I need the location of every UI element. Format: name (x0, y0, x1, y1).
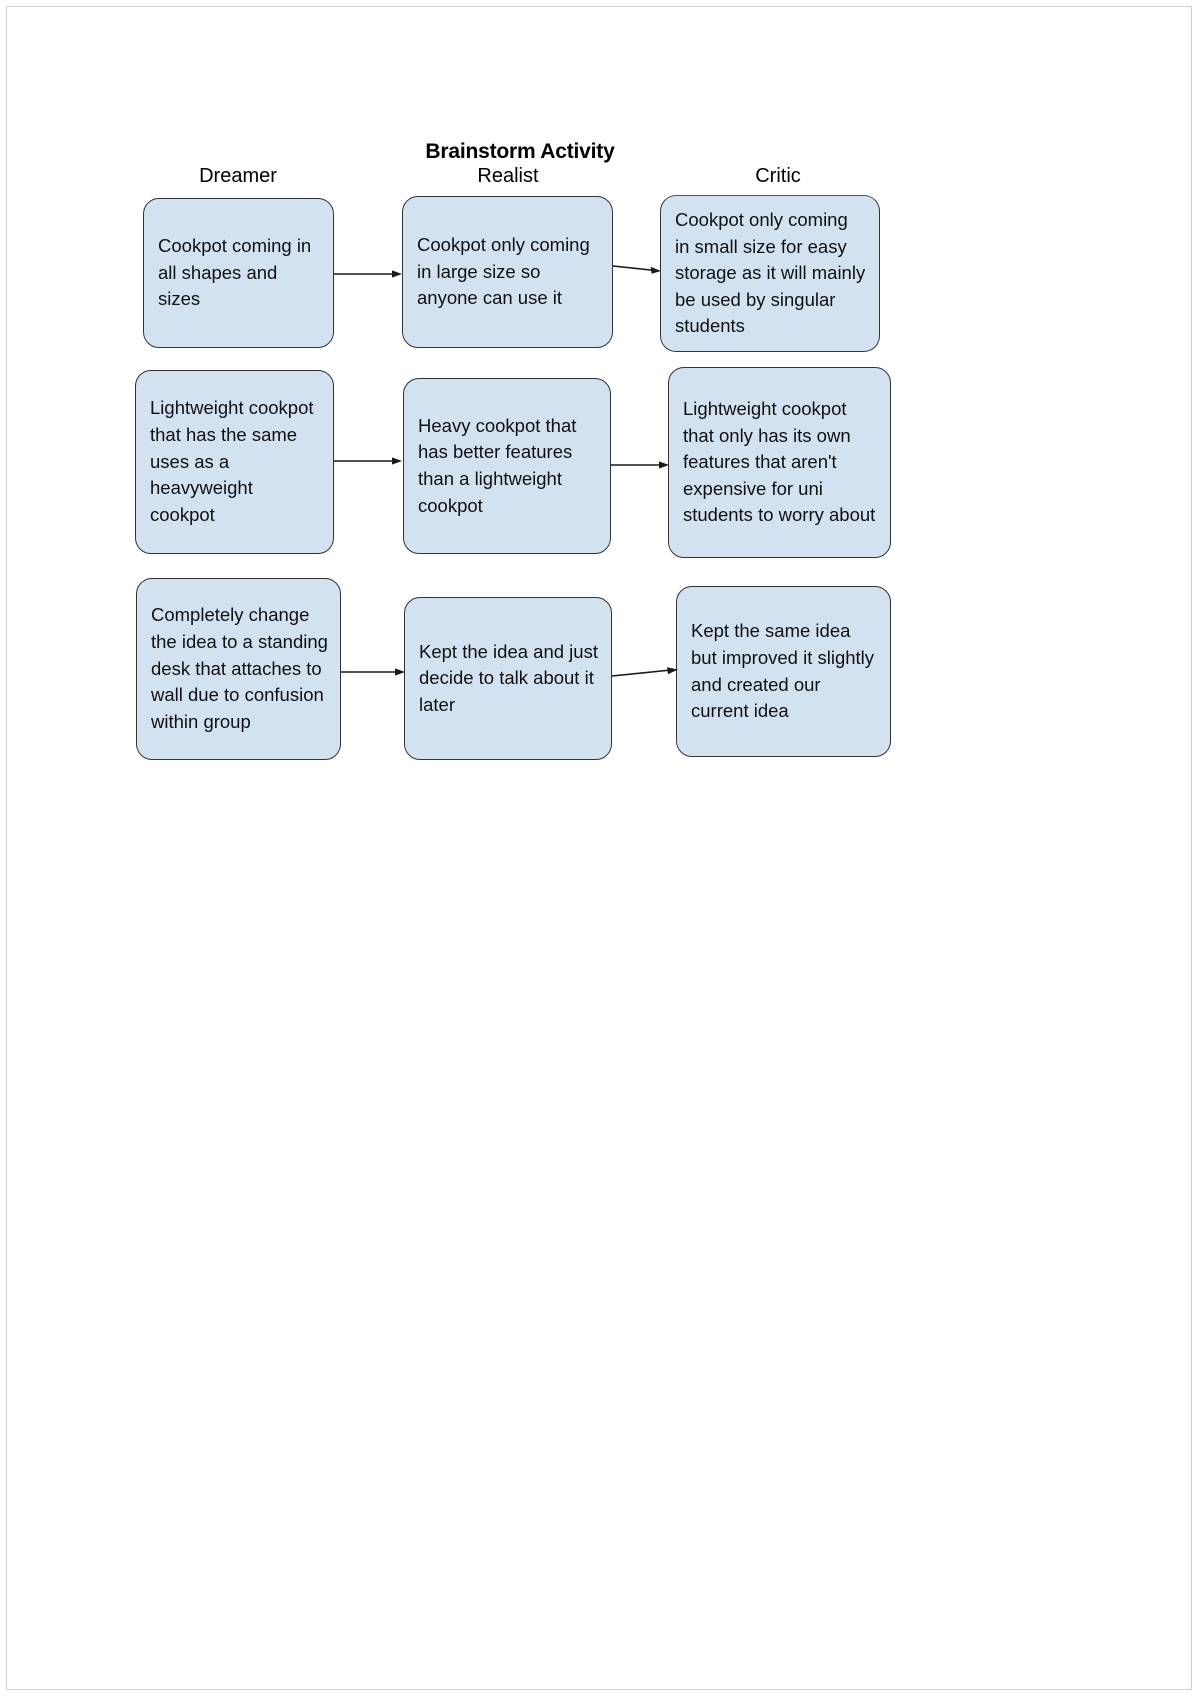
page-title: Brainstorm Activity (425, 140, 615, 163)
node-realist-3[interactable]: Kept the idea and just decide to talk ab… (404, 597, 612, 760)
node-dreamer-1[interactable]: Cookpot coming in all shapes and sizes (143, 198, 334, 348)
connector-dreamer1-realist1 (334, 268, 404, 280)
node-critic-1[interactable]: Cookpot only coming in small size for ea… (660, 195, 880, 352)
connector-realist2-critic2 (611, 459, 671, 471)
connector-realist1-critic1 (612, 262, 663, 274)
node-dreamer-3[interactable]: Completely change the idea to a standing… (136, 578, 341, 760)
column-header-realist: Realist (477, 165, 539, 187)
node-dreamer-2[interactable]: Lightweight cookpot that has the same us… (135, 370, 334, 554)
node-realist-1[interactable]: Cookpot only coming in large size so any… (402, 196, 613, 348)
node-critic-3[interactable]: Kept the same idea but improved it sligh… (676, 586, 891, 757)
connector-dreamer3-realist3 (341, 666, 407, 678)
column-header-critic: Critic (755, 165, 801, 187)
node-realist-2[interactable]: Heavy cookpot that has better features t… (403, 378, 611, 554)
connector-realist3-critic3 (611, 665, 680, 677)
column-header-dreamer: Dreamer (199, 165, 277, 187)
connector-dreamer2-realist2 (334, 455, 404, 467)
node-critic-2[interactable]: Lightweight cookpot that only has its ow… (668, 367, 891, 558)
brainstorm-diagram: Brainstorm Activity Dreamer Realist Crit… (0, 0, 1200, 820)
